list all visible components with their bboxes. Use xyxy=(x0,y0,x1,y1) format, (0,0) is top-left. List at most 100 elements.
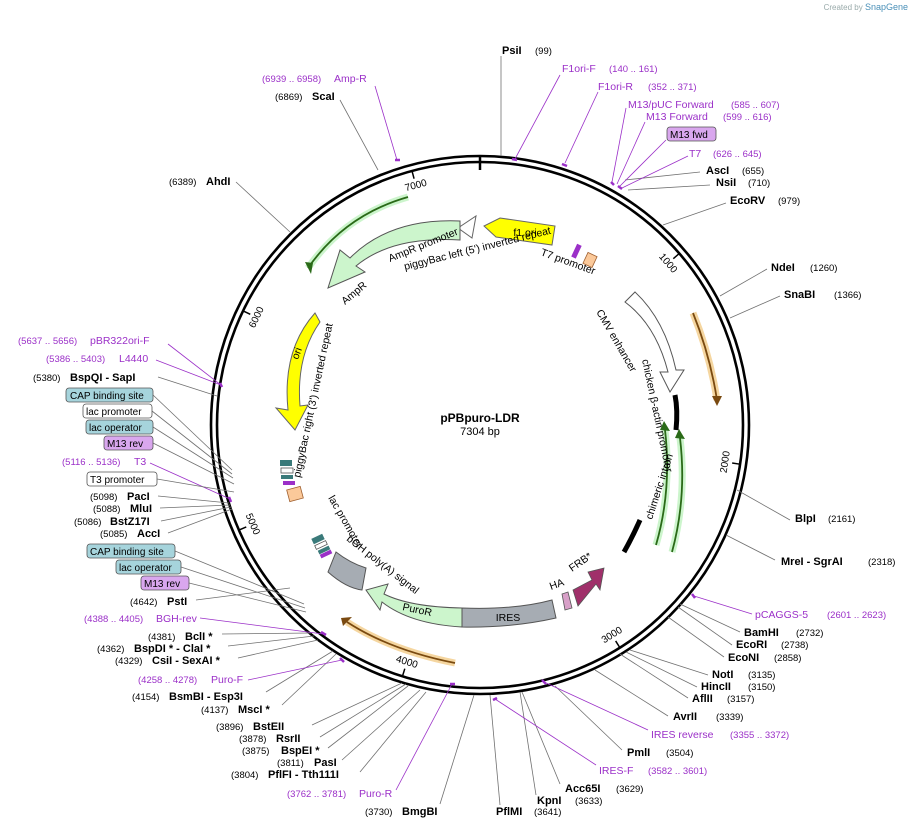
enzyme-psti[interactable]: PstI xyxy=(167,596,187,608)
enzyme-bstz17i[interactable]: BstZ17I xyxy=(110,516,150,528)
m13rev-box-2 xyxy=(319,549,333,559)
enzyme-csii[interactable]: CsiI - SexAI * xyxy=(152,655,221,667)
enzyme-bspqi[interactable]: BspQI - SapI xyxy=(70,372,135,384)
enzyme-pflmi-pos: (3641) xyxy=(534,807,561,818)
lac-operator-box-1 xyxy=(85,419,154,435)
primer-puro-f[interactable]: Puro-F xyxy=(211,674,243,686)
lacop-box-1 xyxy=(281,475,293,479)
orange-arrow-line xyxy=(692,312,718,401)
ampr-feature xyxy=(327,220,461,289)
enzyme-bamhi[interactable]: BamHI xyxy=(744,627,779,639)
lac-operator-label-1[interactable]: lac operator xyxy=(89,423,142,434)
enzyme-pflmi[interactable]: PflMI xyxy=(496,806,522,818)
enzyme-kpni[interactable]: KpnI xyxy=(537,795,561,807)
cmv-label: CMV enhancer xyxy=(593,308,639,375)
enzyme-ecori[interactable]: EcoRI xyxy=(736,639,767,651)
m13-fwd-box xyxy=(666,126,717,142)
primer-m13-forward[interactable]: M13 Forward xyxy=(646,111,708,123)
enzyme-ahdi[interactable]: AhdI xyxy=(206,176,230,188)
enzyme-msci[interactable]: MscI * xyxy=(238,704,271,716)
enzyme-bsteii[interactable]: BstEII xyxy=(253,721,284,733)
primer-puro-r[interactable]: Puro-R xyxy=(359,788,393,800)
green-arrow-line-2 xyxy=(655,429,669,546)
enzyme-mrei[interactable]: MreI - SgrAI xyxy=(781,556,843,568)
orange-arrow-feature xyxy=(689,311,721,401)
enzyme-paci-pos: (5098) xyxy=(90,492,117,503)
primer-ires-f[interactable]: IRES-F xyxy=(599,765,633,777)
ha-label: HA xyxy=(548,577,566,593)
enzyme-bspdi[interactable]: BspDI * - ClaI * xyxy=(134,643,211,655)
enzyme-labels: PsiI (99) AscI (655) NsiI (710) EcoRV (9… xyxy=(33,45,895,818)
enzyme-noti-pos: (3135) xyxy=(748,670,775,681)
intron-label: chimeric intron xyxy=(643,452,676,521)
enzyme-snabi[interactable]: SnaBI xyxy=(784,289,815,301)
enzyme-aflii[interactable]: AflII xyxy=(692,693,713,705)
t3-promoter-label[interactable]: T3 promoter xyxy=(90,475,145,486)
enzyme-bmgbi[interactable]: BmgBI xyxy=(402,806,437,818)
scale-tick-label: 6000 xyxy=(247,305,267,330)
orange-arrow-line-2 xyxy=(346,621,456,664)
cap-binding-site-label-1[interactable]: CAP binding site xyxy=(70,391,144,402)
primer-pbr322ori-f[interactable]: pBR322ori-F xyxy=(90,335,150,347)
enzyme-nsii[interactable]: NsiI xyxy=(716,177,736,189)
enzyme-acc65i[interactable]: Acc65I xyxy=(565,783,600,795)
enzyme-bspei[interactable]: BspEI * xyxy=(281,745,320,757)
enzyme-scai[interactable]: ScaI xyxy=(312,91,335,103)
cap-binding-site-box-1 xyxy=(65,387,154,403)
primer-f1ori-f-pos: (140 .. 161) xyxy=(609,64,658,75)
m13-rev-label-1[interactable]: M13 rev xyxy=(107,439,143,450)
primer-ires-reverse[interactable]: IRES reverse xyxy=(651,729,714,741)
green-arrow-line xyxy=(307,196,409,269)
enzyme-rsrii[interactable]: RsrII xyxy=(276,733,300,745)
enzyme-paci[interactable]: PacI xyxy=(127,491,150,503)
m13-rev-box-1 xyxy=(103,435,154,451)
enzyme-mlui-pos: (5088) xyxy=(93,504,120,515)
m13-rev-label-2[interactable]: M13 rev xyxy=(144,579,180,590)
lac-promoter-label-1[interactable]: lac promoter xyxy=(86,407,142,418)
enzyme-bsmbi[interactable]: BsmBI - Esp3I xyxy=(169,691,243,703)
primer-l4440[interactable]: L4440 xyxy=(119,353,148,365)
enzyme-ndei[interactable]: NdeI xyxy=(771,262,795,274)
enzyme-pmli[interactable]: PmlI xyxy=(627,747,650,759)
enzyme-bspdi-pos: (4362) xyxy=(97,644,124,655)
enzyme-hincii[interactable]: HincII xyxy=(701,681,731,693)
enzyme-psii[interactable]: PsiI xyxy=(502,45,522,57)
primer-l4440-pos: (5386 .. 5403) xyxy=(46,354,105,365)
primer-amp-r[interactable]: Amp-R xyxy=(334,73,367,85)
enzyme-pflfi[interactable]: PflFI - Tth111I xyxy=(268,769,339,781)
primer-f1ori-r[interactable]: F1ori-R xyxy=(598,81,633,93)
primer-bgh-rev-pos: (4388 .. 4405) xyxy=(84,614,143,625)
primer-m13-puc-forward[interactable]: M13/pUC Forward xyxy=(628,99,714,111)
enzyme-noti[interactable]: NotI xyxy=(712,669,733,681)
m13-fwd-box-label[interactable]: M13 fwd xyxy=(670,130,708,141)
enzyme-pasi[interactable]: PasI xyxy=(314,757,337,769)
enzyme-asci[interactable]: AscI xyxy=(706,165,729,177)
m13-rev-box-2 xyxy=(140,575,190,591)
primer-t7[interactable]: T7 xyxy=(689,148,701,160)
enzyme-acci[interactable]: AccI xyxy=(137,528,160,540)
scale-tick-mark xyxy=(402,668,406,676)
enzyme-econi[interactable]: EcoNI xyxy=(728,652,759,664)
enzyme-mlui[interactable]: MluI xyxy=(130,503,152,515)
primer-t7-pos: (626 .. 645) xyxy=(713,149,762,160)
enzyme-ecorv[interactable]: EcoRV xyxy=(730,195,766,207)
lac-operator-label-2[interactable]: lac operator xyxy=(119,563,172,574)
primer-bgh-rev[interactable]: BGH-rev xyxy=(156,613,198,625)
enzyme-avrii[interactable]: AvrII xyxy=(673,711,697,723)
cap-binding-site-label-2[interactable]: CAP binding site xyxy=(90,547,164,558)
plasmid-size: 7304 bp xyxy=(460,426,500,438)
primer-pcaggs-5[interactable]: pCAGGS-5 xyxy=(755,609,808,621)
ampr-label: AmpR xyxy=(339,279,369,307)
enzyme-blpi[interactable]: BlpI xyxy=(795,513,816,525)
primer-f1ori-r-pos: (352 .. 371) xyxy=(648,82,697,93)
t3-promoter-box xyxy=(86,471,158,487)
scale-tick-mark xyxy=(615,640,621,648)
primer-f1ori-f[interactable]: F1ori-F xyxy=(562,63,596,75)
primer-ticks xyxy=(218,157,696,702)
enzyme-bcli[interactable]: BclI * xyxy=(185,631,213,643)
enzyme-hincii-pos: (3150) xyxy=(748,682,775,693)
credit-brand: SnapGene xyxy=(864,2,908,12)
primer-t3[interactable]: T3 xyxy=(134,456,146,468)
